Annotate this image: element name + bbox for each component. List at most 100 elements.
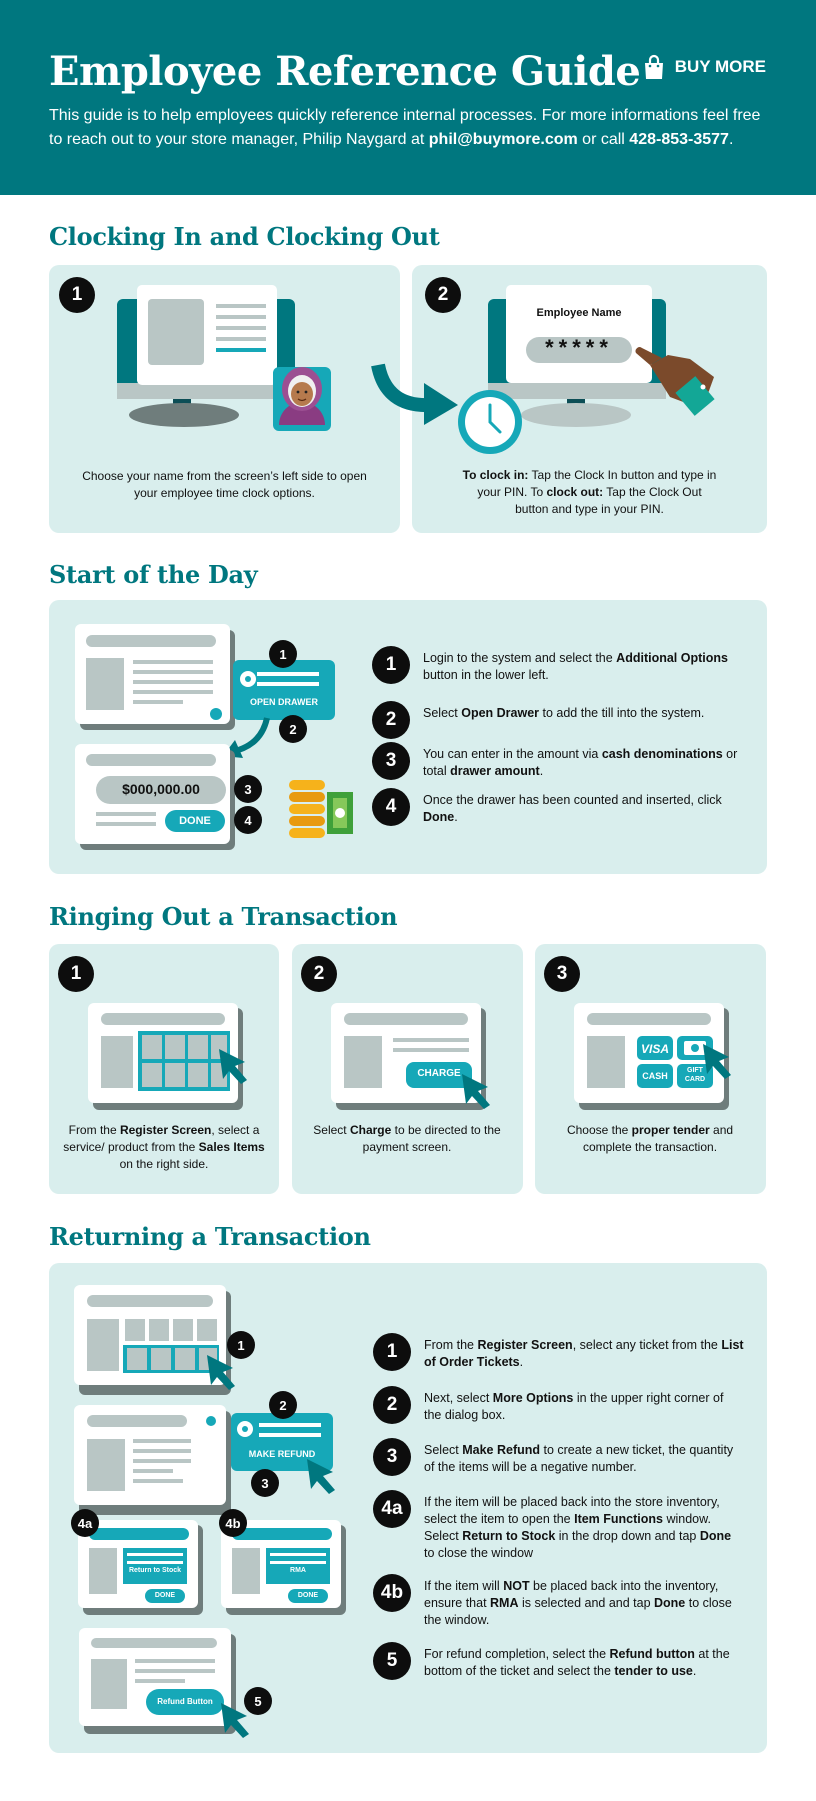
callout-3: 3 <box>234 775 262 803</box>
clock-in-label: To clock in: <box>462 468 529 482</box>
return-stock-label: Return to Stock <box>128 1567 182 1574</box>
amount-field[interactable] <box>96 776 226 804</box>
callout-2: 2 <box>279 715 307 743</box>
done-label-4b: DONE <box>297 1592 319 1599</box>
section-title-returning: Returning a Transaction <box>49 1222 371 1251</box>
intro-body: This guide is to help employees quickly … <box>49 107 761 148</box>
step-number: 1 <box>59 277 95 313</box>
cursor-icon <box>307 1459 335 1494</box>
step-number: 2 <box>301 956 337 992</box>
clock-in-illustration <box>371 285 715 454</box>
step-number: 2 <box>373 1386 411 1424</box>
refund-button[interactable] <box>146 1689 224 1715</box>
callout-1: 1 <box>269 640 297 668</box>
done-button[interactable] <box>165 810 225 832</box>
charge-button[interactable] <box>406 1062 472 1088</box>
callout-5: 5 <box>244 1687 272 1715</box>
step-number: 3 <box>372 742 410 780</box>
clocking-step1-caption: Choose your name from the screen’s left … <box>82 469 367 500</box>
step-number: 2 <box>425 277 461 313</box>
intro-text: This guide is to help employees quickly … <box>49 104 769 152</box>
cash-label: CASH <box>642 1071 668 1081</box>
make-refund-button[interactable] <box>231 1413 333 1471</box>
intro-or: or call <box>577 131 630 148</box>
refund-button-label: Refund Button <box>157 1697 213 1706</box>
cursor-icon <box>219 1049 247 1084</box>
visa-button[interactable] <box>637 1036 673 1060</box>
cash-bill-icon <box>327 792 353 834</box>
make-refund-label: MAKE REFUND <box>248 1449 316 1459</box>
done-label: DONE <box>179 815 211 827</box>
cursor-icon <box>703 1044 731 1079</box>
ringing-caption-3: Choose the proper tender and complete th… <box>566 1123 734 1154</box>
step-number: 4 <box>372 788 410 826</box>
visa-label: VISA <box>640 1042 669 1056</box>
step-number: 1 <box>373 1333 411 1371</box>
callout-3: 3 <box>251 1469 279 1497</box>
step-number: 3 <box>544 956 580 992</box>
page-title: Employee Reference Guide <box>49 48 641 95</box>
cursor-icon <box>207 1355 235 1390</box>
charge-screen-illustration <box>331 1003 490 1110</box>
charge-label: CHARGE <box>417 1068 461 1079</box>
monitor-illustration <box>117 285 331 431</box>
clock-out-label: clock out: <box>546 485 604 499</box>
cursor-icon <box>221 1703 249 1738</box>
step-number: 3 <box>373 1438 411 1476</box>
step-number: 1 <box>58 956 94 992</box>
cursor-icon <box>462 1074 490 1109</box>
step-number: 2 <box>372 701 410 739</box>
clock-out-text: Tap the Clock Out button and type in you… <box>515 485 702 516</box>
section-title-start-day: Start of the Day <box>49 560 258 589</box>
ringing-card-2: 2 CHARGE Select Charge to be directed to… <box>292 944 523 1194</box>
tender-screen-illustration <box>574 1003 731 1110</box>
refund-flow-illustration <box>74 1285 346 1738</box>
manager-email[interactable]: phil@buymore.com <box>428 131 578 148</box>
intro-end: . <box>728 131 734 148</box>
gift-card-button[interactable] <box>677 1064 713 1088</box>
clocking-step1-panel: 1 Choose your name from the screen’s lef… <box>49 265 400 533</box>
callout-4a: 4a <box>71 1509 99 1537</box>
more-options-dot[interactable] <box>206 1416 216 1426</box>
callout-1: 1 <box>227 1331 255 1359</box>
manager-phone[interactable]: 428-853-3577 <box>629 131 729 148</box>
step-number: 4a <box>373 1490 411 1528</box>
step-number: 5 <box>373 1642 411 1680</box>
amount-label: $000,000.00 <box>122 781 200 797</box>
ringing-card-1: 1 From the Register Screen, select a ser… <box>49 944 279 1194</box>
register-drawer-illustration <box>75 624 353 850</box>
pin-field[interactable]: ***** <box>545 335 613 360</box>
clocking-step2-caption: To clock in: Tap the Clock In button and… <box>462 467 717 518</box>
clocking-step2-panel: 2 Employee Name ***** To clock in: Tap t… <box>371 265 767 533</box>
returning-panel: MAKE REFUND Return to Stock DONE RMA DON… <box>49 1263 767 1753</box>
callout-4: 4 <box>234 806 262 834</box>
register-screen-illustration <box>88 1003 247 1110</box>
open-drawer-button[interactable] <box>233 660 335 720</box>
clock-in-text: Tap the Clock In button and type in your… <box>477 468 717 499</box>
open-drawer-label: OPEN DRAWER <box>249 697 318 707</box>
ringing-caption-2: Select Charge to be directed to the paym… <box>313 1123 501 1154</box>
cash-button[interactable] <box>637 1064 673 1088</box>
step-number: 1 <box>372 646 410 684</box>
step-number: 4b <box>373 1574 411 1612</box>
callout-4b: 4b <box>219 1509 247 1537</box>
section-title-ringing: Ringing Out a Transaction <box>49 902 398 931</box>
brand-logo: BUY MORE <box>641 54 766 80</box>
coin-stack-icon <box>289 780 325 838</box>
rma-label: RMA <box>290 1567 306 1574</box>
header-banner: Employee Reference Guide BUY MORE This g… <box>0 0 816 195</box>
section-title-clocking: Clocking In and Clocking Out <box>49 222 440 251</box>
